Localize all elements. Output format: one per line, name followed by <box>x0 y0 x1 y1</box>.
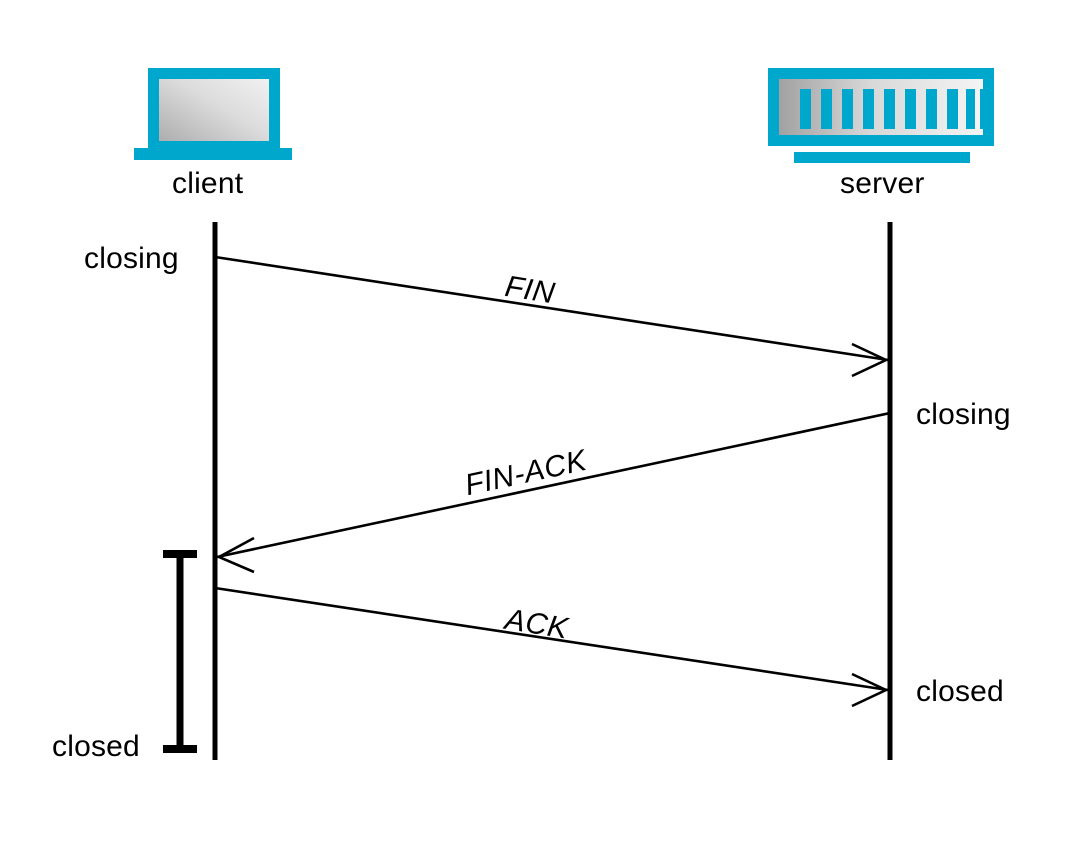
laptop-icon <box>134 68 292 160</box>
state-label-client-closed: closed <box>52 730 140 763</box>
arrowhead-ack <box>851 672 890 708</box>
message-arrow-fin-ack <box>216 411 891 574</box>
time-wait-bracket <box>163 550 197 753</box>
server-bars <box>800 89 989 129</box>
message-arrow-fin <box>214 255 890 378</box>
laptop-base <box>134 148 292 160</box>
message-arrow-ack <box>214 586 890 708</box>
participant-label-server: server <box>840 167 925 200</box>
state-label-client-closing: closing <box>84 242 179 275</box>
server-rack-icon <box>768 68 994 163</box>
arrowhead-fin <box>851 342 890 378</box>
state-label-server-closed: closed <box>916 675 1004 708</box>
participant-label-client: client <box>172 167 244 200</box>
server-base <box>794 152 970 163</box>
laptop-screen <box>148 68 280 152</box>
arrowhead-fin-ack <box>216 536 255 574</box>
state-label-server-closing: closing <box>916 398 1011 431</box>
